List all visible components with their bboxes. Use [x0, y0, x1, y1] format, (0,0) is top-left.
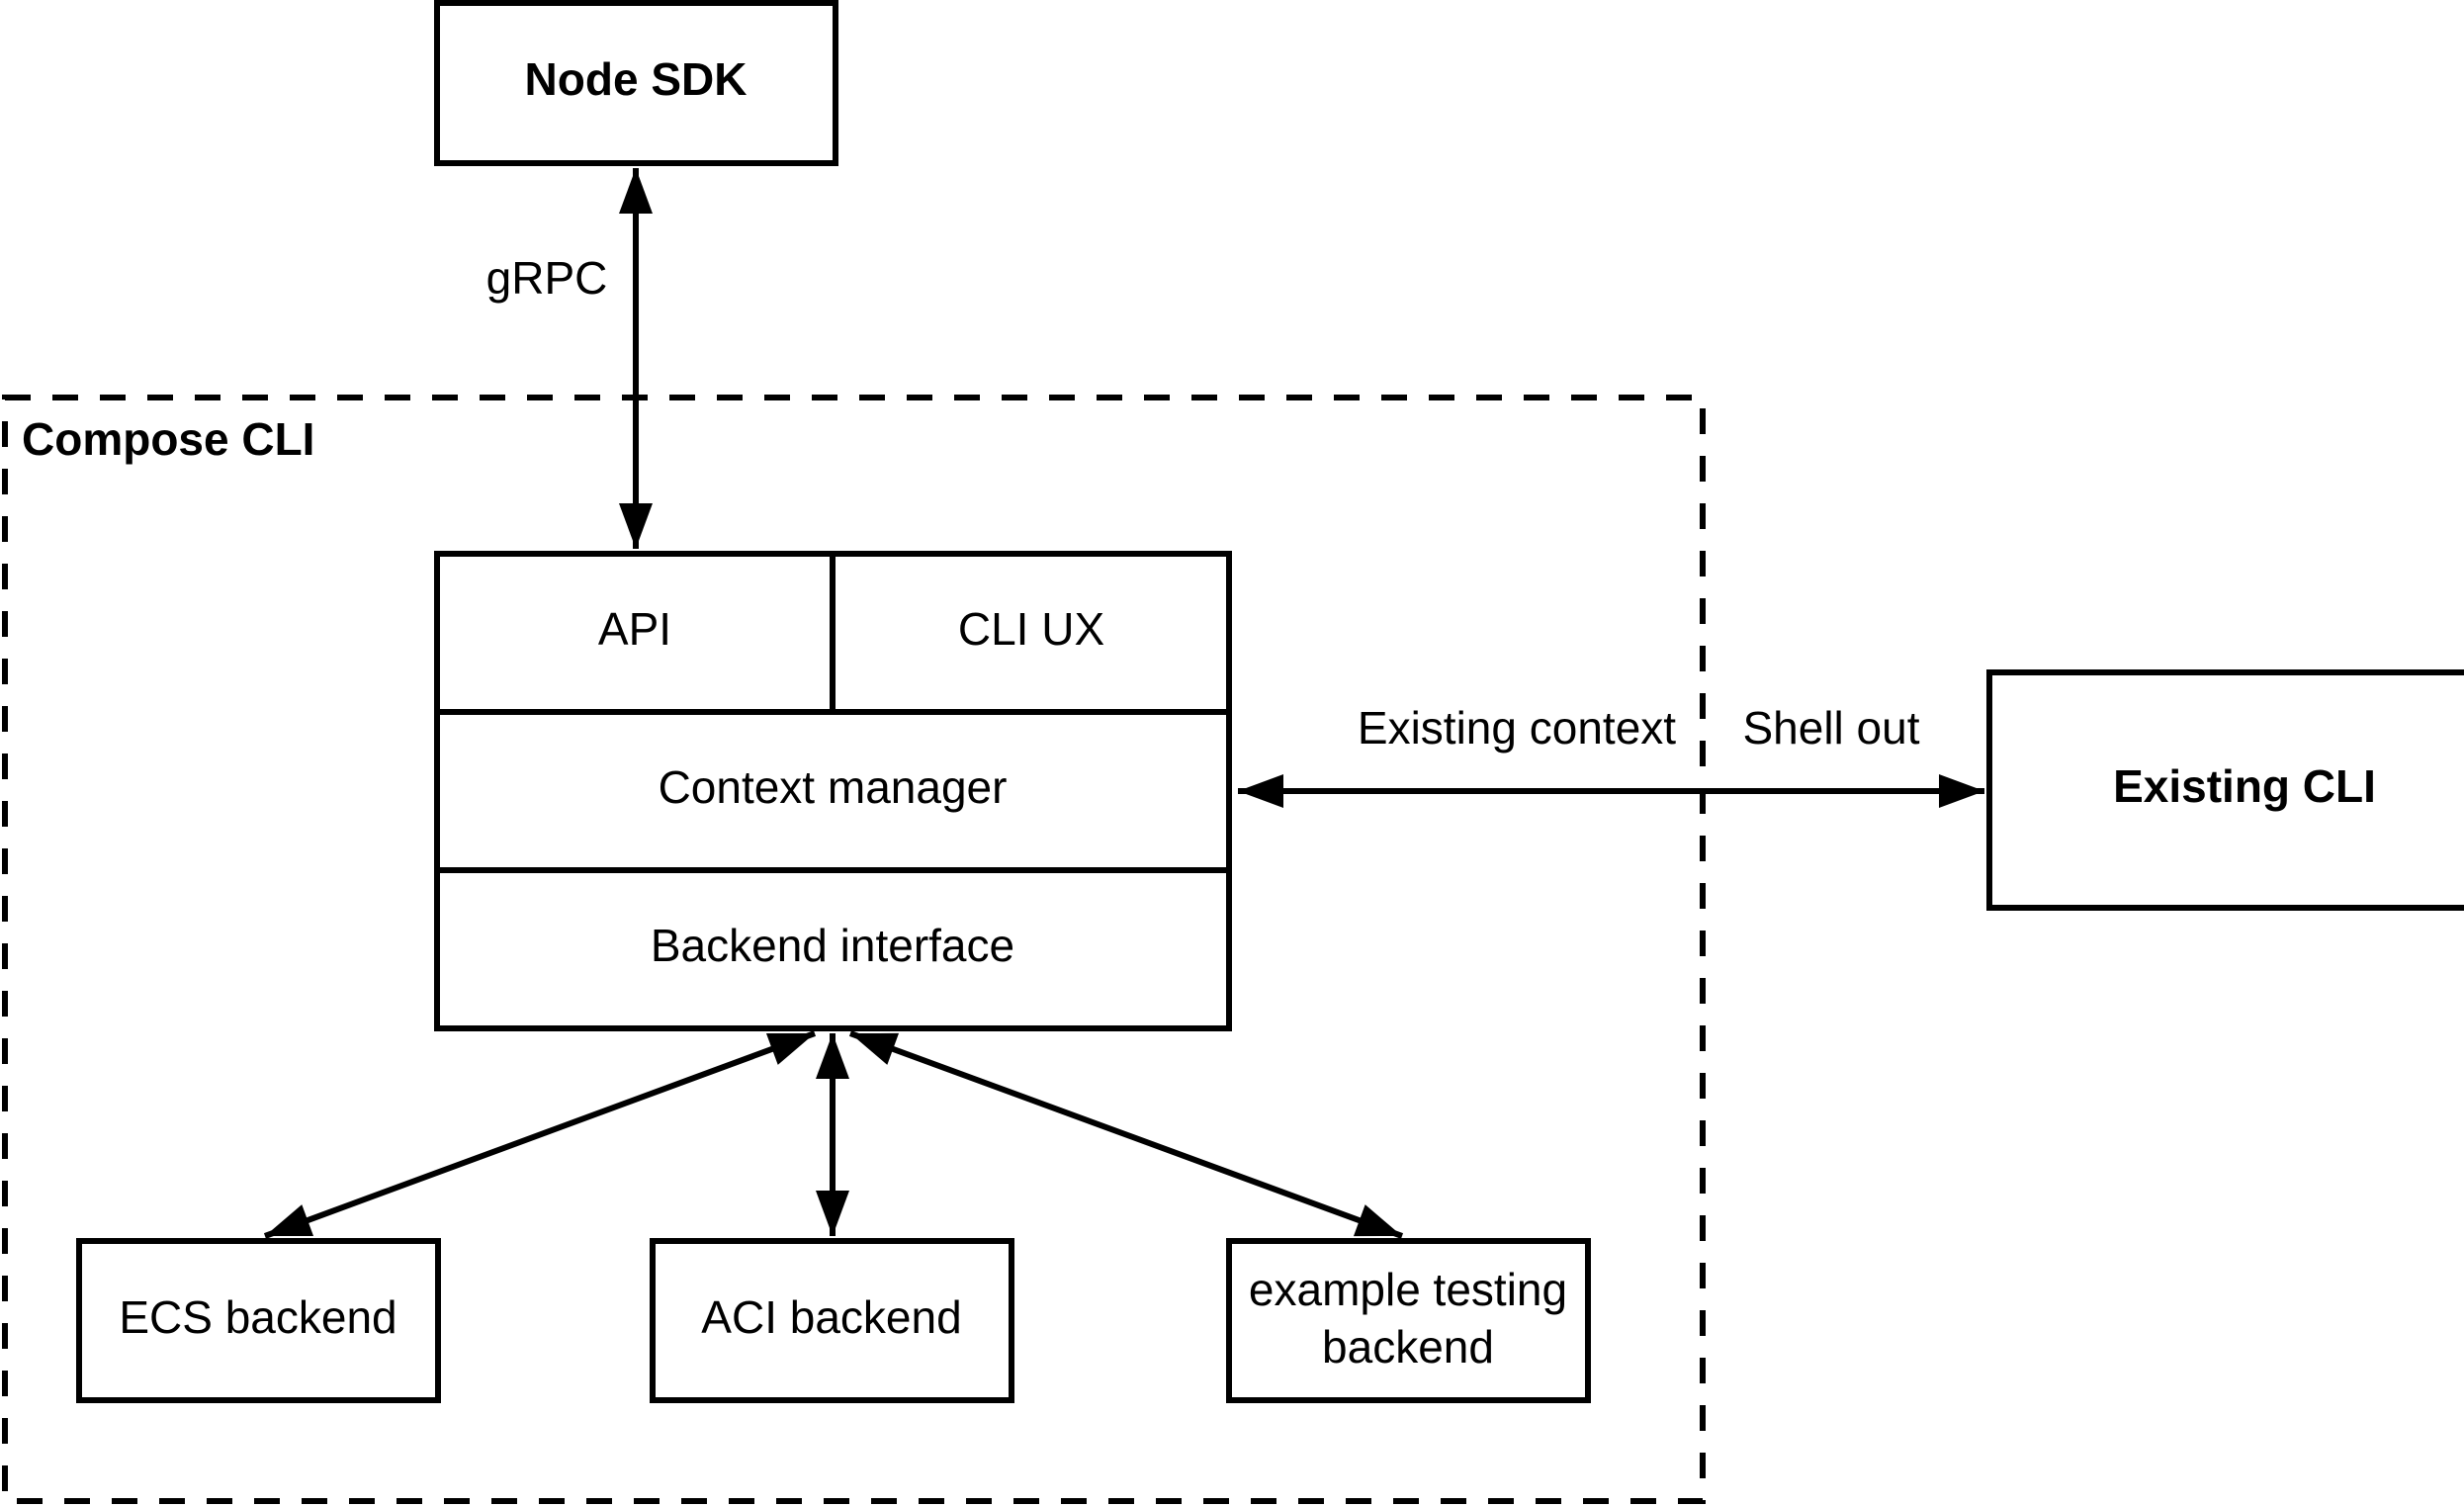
node-sdk-box[interactable]: Node SDK	[434, 0, 838, 166]
existing-cli-box-outline	[1986, 669, 2464, 911]
node-sdk-box-outline	[434, 0, 838, 166]
existing-cli-box[interactable]: Existing CLI	[1986, 669, 2464, 911]
node-sdk-label: Node SDK	[525, 53, 748, 105]
backend-interface-label: Backend interface	[651, 920, 1014, 971]
aci-backend-box-outline	[650, 1238, 1014, 1403]
backend-example-connector-line	[848, 1030, 1404, 1239]
compose-cli-group-boundary	[2, 395, 1706, 1504]
cli-ux-label: CLI UX	[958, 603, 1104, 655]
shell-out-arrowhead-right	[1939, 774, 1984, 808]
context-manager-label: Context manager	[659, 761, 1008, 813]
api-label: API	[598, 603, 671, 655]
existing-cli-label: Existing CLI	[2113, 760, 2376, 812]
context-manager-box-outline	[434, 709, 1232, 873]
edge-backend-to-ecs	[263, 1030, 817, 1239]
aci-backend-box[interactable]: ACI backend	[650, 1238, 1014, 1403]
backend-interface-box-outline	[434, 867, 1232, 1031]
shell-out-edge-label: Shell out	[1742, 702, 1919, 754]
compose-cli-group-label: Compose CLI	[22, 413, 314, 465]
ecs-backend-label: ECS backend	[119, 1291, 396, 1343]
edge-grpc: gRPC	[486, 168, 653, 549]
backend-ecs-arrowhead-start	[765, 1032, 815, 1065]
grpc-arrowhead-down	[619, 503, 653, 549]
cli-ux-box[interactable]: CLI UX	[830, 551, 1232, 715]
api-box-outline	[434, 551, 836, 715]
edge-existing-context-shell-out: Existing context Shell out	[1238, 702, 1984, 808]
aci-backend-label: ACI backend	[701, 1291, 961, 1343]
example-testing-backend-box-outline	[1226, 1238, 1591, 1403]
backend-aci-arrowhead-end	[816, 1191, 849, 1236]
existing-context-edge-label: Existing context	[1358, 702, 1676, 754]
example-testing-backend-label-line2: backend	[1322, 1321, 1494, 1373]
backend-example-arrowhead-start	[850, 1032, 900, 1065]
existing-context-arrowhead-left	[1238, 774, 1283, 808]
context-manager-box[interactable]: Context manager	[434, 709, 1232, 873]
backend-aci-arrowhead-start	[816, 1033, 849, 1079]
backend-example-arrowhead-end	[1353, 1204, 1402, 1237]
ecs-backend-box[interactable]: ECS backend	[76, 1238, 441, 1403]
api-box[interactable]: API	[434, 551, 836, 715]
backend-ecs-arrowhead-end	[265, 1204, 314, 1237]
backend-ecs-connector-line	[263, 1030, 817, 1239]
backend-interface-box[interactable]: Backend interface	[434, 867, 1232, 1031]
example-testing-backend-label-line1: example testing	[1249, 1264, 1567, 1315]
grpc-edge-label: gRPC	[486, 252, 608, 304]
ecs-backend-box-outline	[76, 1238, 441, 1403]
example-testing-backend-box[interactable]: example testing backend	[1226, 1238, 1591, 1403]
edge-backend-to-aci	[816, 1033, 849, 1236]
edge-backend-to-example-testing	[848, 1030, 1404, 1239]
grpc-arrowhead-up	[619, 168, 653, 214]
